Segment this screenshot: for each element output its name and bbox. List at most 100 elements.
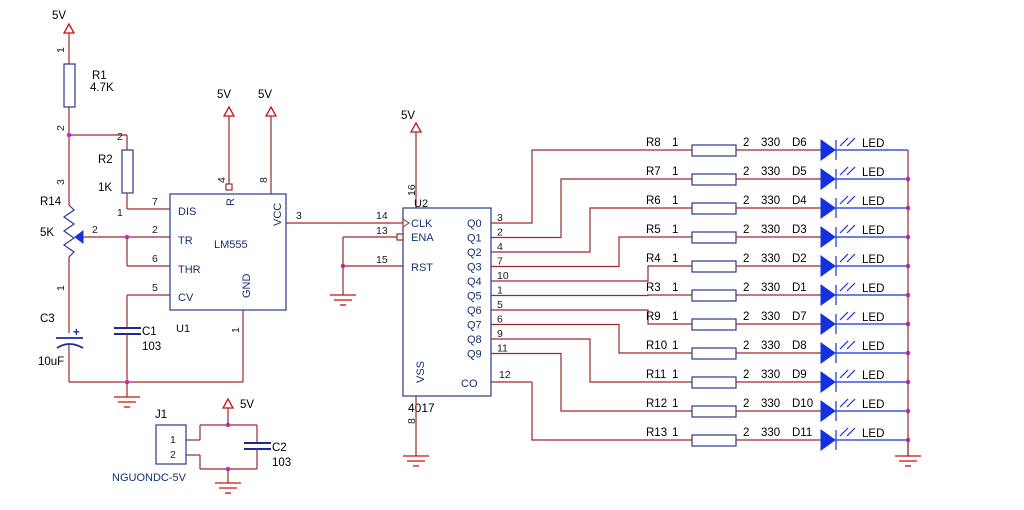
- diode-ref: D1: [792, 282, 807, 294]
- r1-pin2: 2: [55, 125, 67, 131]
- c2-value: 103: [272, 457, 291, 469]
- resistor-ref: R9: [646, 311, 661, 323]
- u2-label-vss: VSS: [415, 361, 427, 383]
- resistor-body: [691, 318, 737, 331]
- resistor-ref: R6: [646, 195, 661, 207]
- u1-label-tr: TR: [178, 235, 193, 247]
- resistor-value: 330: [761, 369, 780, 381]
- power-label: 5V: [52, 10, 66, 22]
- wire: [491, 207, 692, 253]
- c2-ref: C2: [272, 442, 287, 454]
- u2-pin-q2-num: 4: [497, 241, 503, 253]
- resistor-r1: R1 4.7K: [63, 63, 114, 108]
- r14-ref: R14: [40, 196, 62, 208]
- power-arrow-icon: [409, 121, 423, 133]
- power-arrow-icon: [221, 397, 235, 409]
- u2-pin-q7-num: 6: [497, 314, 503, 326]
- light-arrow-icon: [839, 398, 849, 408]
- u2-pin-q8-num: 9: [497, 328, 503, 340]
- resistor-value: 330: [761, 398, 780, 410]
- ground-icon: [215, 482, 241, 494]
- led-icon: [820, 284, 836, 306]
- u1-part: LM555: [214, 239, 248, 251]
- j1-name: NGUONDC-5V: [112, 472, 187, 484]
- j1-pin1: 1: [170, 434, 176, 446]
- ic-u1-lm555: DIS TR THR CV LM555 R VCC GND U1 5V 4 5V…: [169, 89, 405, 382]
- led-label: LED: [862, 370, 884, 382]
- u2-label-rst: RST: [411, 262, 433, 274]
- resistor-ref: R11: [646, 369, 666, 381]
- u2-body: [402, 207, 492, 397]
- r14-pin2: 2: [92, 224, 98, 236]
- resistor-pin1: 1: [672, 311, 678, 323]
- u1-pin-out-num: 3: [296, 210, 302, 222]
- wire: [491, 178, 692, 239]
- diode-ref: D10: [792, 398, 813, 410]
- connector-j1: J1 1 2 NGUONDC-5V 5V: [112, 397, 257, 494]
- resistor-body: [691, 347, 737, 360]
- r1-pin1: 1: [55, 47, 67, 53]
- resistor-ref: R7: [646, 166, 661, 178]
- resistor-pin2: 2: [743, 224, 749, 236]
- resistor-body: [691, 376, 737, 389]
- u2-label-q6: Q6: [467, 305, 482, 317]
- ground-icon: [114, 396, 140, 408]
- u2-pin-q3-num: 7: [497, 256, 503, 268]
- u2-part: 4017: [408, 401, 435, 415]
- u1-pin-vcc-num: 8: [258, 177, 270, 183]
- u1-label-gnd: GND: [241, 274, 253, 299]
- light-arrow-icon: [846, 340, 856, 350]
- light-arrow-icon: [846, 369, 856, 379]
- clock-edge-icon: [402, 218, 410, 228]
- u2-label-q4: Q4: [467, 276, 482, 288]
- c3-ref: C3: [40, 313, 55, 325]
- u2-label-q7: Q7: [467, 320, 482, 332]
- wire: [531, 382, 692, 441]
- resistor-pin2: 2: [743, 340, 749, 352]
- resistor-body: [691, 173, 737, 186]
- r14-value: 5K: [40, 227, 54, 239]
- resistor-body: [691, 289, 737, 302]
- u1-label-vcc: VCC: [272, 203, 284, 226]
- resistor-pin2: 2: [743, 166, 749, 178]
- light-arrow-icon: [839, 282, 849, 292]
- u2-pin-q4-num: 10: [497, 270, 509, 282]
- r2-pin1: 1: [117, 207, 123, 219]
- u1-ref: U1: [176, 323, 190, 335]
- resistor-pin1: 1: [672, 282, 678, 294]
- u2-label-q9: Q9: [467, 349, 482, 361]
- wire: [491, 352, 692, 412]
- power-label: 5V: [217, 89, 231, 101]
- light-arrow-icon: [846, 282, 856, 292]
- j1-ref: J1: [155, 409, 167, 421]
- resistor-ref: R5: [646, 224, 661, 236]
- potentiometer-r14: 3 R14 5K 2 2 6 1: [40, 179, 170, 333]
- wiper-arrow-icon: [74, 230, 84, 244]
- u1-pin-r-num: 4: [216, 177, 228, 183]
- resistor-body: [691, 231, 737, 244]
- resistor-pin1: 1: [672, 427, 678, 439]
- light-arrow-icon: [839, 311, 849, 321]
- resistor-body: [691, 405, 737, 418]
- resistor-body: [691, 202, 737, 215]
- resistor-value: 330: [761, 195, 780, 207]
- j1-pin2: 2: [170, 449, 176, 461]
- c1-value: 103: [142, 341, 161, 353]
- u1-body: [169, 193, 287, 311]
- resistor-pin2: 2: [743, 398, 749, 410]
- resistor-value: 330: [761, 311, 780, 323]
- u1-pin-thr-num: 6: [152, 253, 158, 265]
- power-arrow-icon: [62, 22, 76, 34]
- led-label: LED: [862, 283, 884, 295]
- power-arrow-icon: [222, 105, 236, 117]
- led-label: LED: [862, 196, 884, 208]
- led-icon: [820, 371, 836, 393]
- wire: [491, 236, 692, 268]
- u2-label-ena: ENA: [411, 232, 434, 244]
- light-arrow-icon: [839, 137, 849, 147]
- resistor-pin1: 1: [672, 137, 678, 149]
